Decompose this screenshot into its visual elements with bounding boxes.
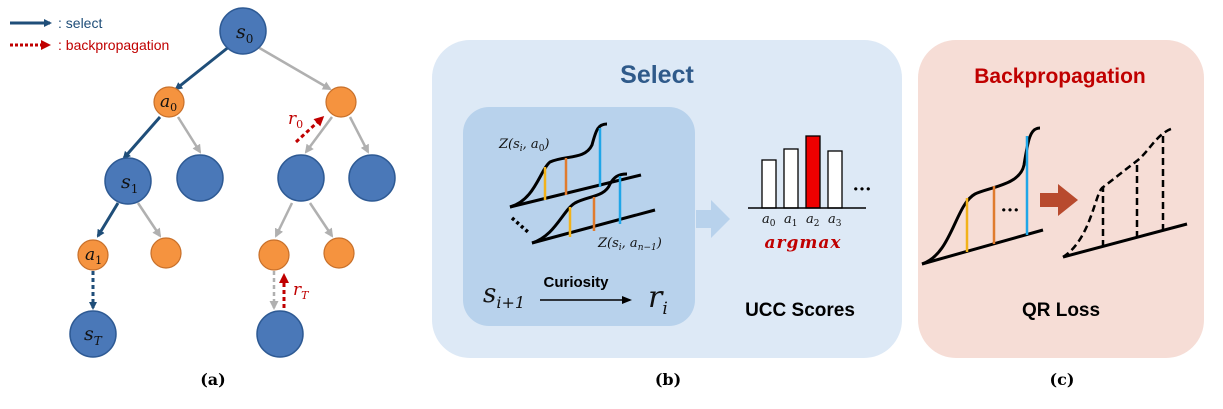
node-action-right — [325, 86, 357, 118]
ucc-scores-label: UCC Scores — [745, 300, 855, 321]
node-state — [256, 310, 304, 358]
node-terminal-state — [69, 310, 117, 358]
dashed-curve — [1062, 126, 1175, 259]
legend-backprop-label: : backpropagation — [58, 37, 169, 53]
caption-a: (a) — [200, 370, 226, 389]
node-action — [258, 239, 290, 271]
edge-r-right — [348, 116, 370, 154]
reward-label: ri — [648, 280, 668, 319]
label-s1: s1 — [121, 171, 138, 196]
solid-baseline — [921, 228, 1044, 266]
edge-a0-right — [176, 116, 202, 154]
node-state — [277, 154, 325, 202]
backprop-panel: Backpropagation ··· QR Loss (c) — [918, 40, 1204, 389]
dist-curve-top — [509, 122, 608, 209]
label-terminal: sT — [84, 323, 103, 348]
edge-mid-right — [308, 202, 334, 238]
edge-root-a0 — [174, 44, 231, 91]
update-arrow — [1040, 184, 1078, 216]
transition-arrow — [696, 200, 730, 238]
node-state-s1 — [104, 157, 152, 205]
ucc-tick-a0: a0 — [762, 212, 776, 229]
backprop-arrow-r0 — [294, 115, 325, 144]
distribution-box — [463, 107, 695, 326]
node-state — [176, 154, 224, 202]
label-r0: r0 — [288, 109, 303, 131]
qr-loss-label: QR Loss — [1022, 300, 1100, 321]
label-root: s0 — [236, 21, 253, 46]
label-a0: a0 — [160, 92, 177, 114]
quantile-ellipsis: ··· — [1001, 200, 1020, 221]
legend: : select : backpropagation — [10, 15, 169, 53]
ucc-bar-a1 — [783, 148, 799, 209]
dashed-baseline — [1062, 222, 1188, 259]
ucc-bar-a3 — [827, 150, 843, 209]
label-a1: a1 — [85, 245, 102, 267]
edge-a0-s1 — [122, 116, 162, 160]
node-state — [348, 154, 396, 202]
legend-select-label: : select — [58, 15, 102, 31]
select-panel: Select Z(si, a0) Z(si, an−1) si+1 Curios… — [432, 40, 902, 389]
backprop-panel-title: Backpropagation — [974, 65, 1146, 88]
select-panel-title: Select — [620, 61, 694, 89]
caption-b: (b) — [655, 370, 681, 389]
dist-bottom-label: Z(si, an−1) — [597, 236, 662, 253]
dist-top-label: Z(si, a0) — [498, 137, 550, 154]
node-action — [150, 237, 182, 269]
curiosity-label: Curiosity — [543, 274, 609, 291]
ucc-ellipsis: ··· — [853, 179, 872, 200]
edge-mid-left — [274, 202, 294, 238]
state-next-label: si+1 — [483, 279, 525, 312]
edge-s1-right — [136, 202, 162, 238]
caption-c: (c) — [1050, 370, 1075, 389]
edge-root-right — [255, 44, 332, 91]
tree-diagram: s0 a0 s1 a1 sT r0 rT (a) — [69, 7, 396, 389]
node-action — [323, 237, 355, 269]
ucc-bar-a0 — [761, 159, 777, 209]
edge-r-left — [304, 116, 334, 154]
ucc-tick-a3: a3 — [828, 212, 842, 229]
ucc-tick-a2: a2 — [806, 212, 820, 229]
node-action-a1 — [77, 239, 109, 271]
node-root-state — [219, 7, 267, 55]
edge-s1-a1 — [96, 202, 120, 238]
label-rT: rT — [293, 280, 310, 302]
argmax-label: argmax — [765, 233, 842, 253]
ucc-tick-a1: a1 — [784, 212, 798, 229]
ucc-bar-a2 — [805, 135, 821, 209]
dist-curve-bottom — [531, 172, 628, 245]
node-action-a0 — [153, 86, 185, 118]
